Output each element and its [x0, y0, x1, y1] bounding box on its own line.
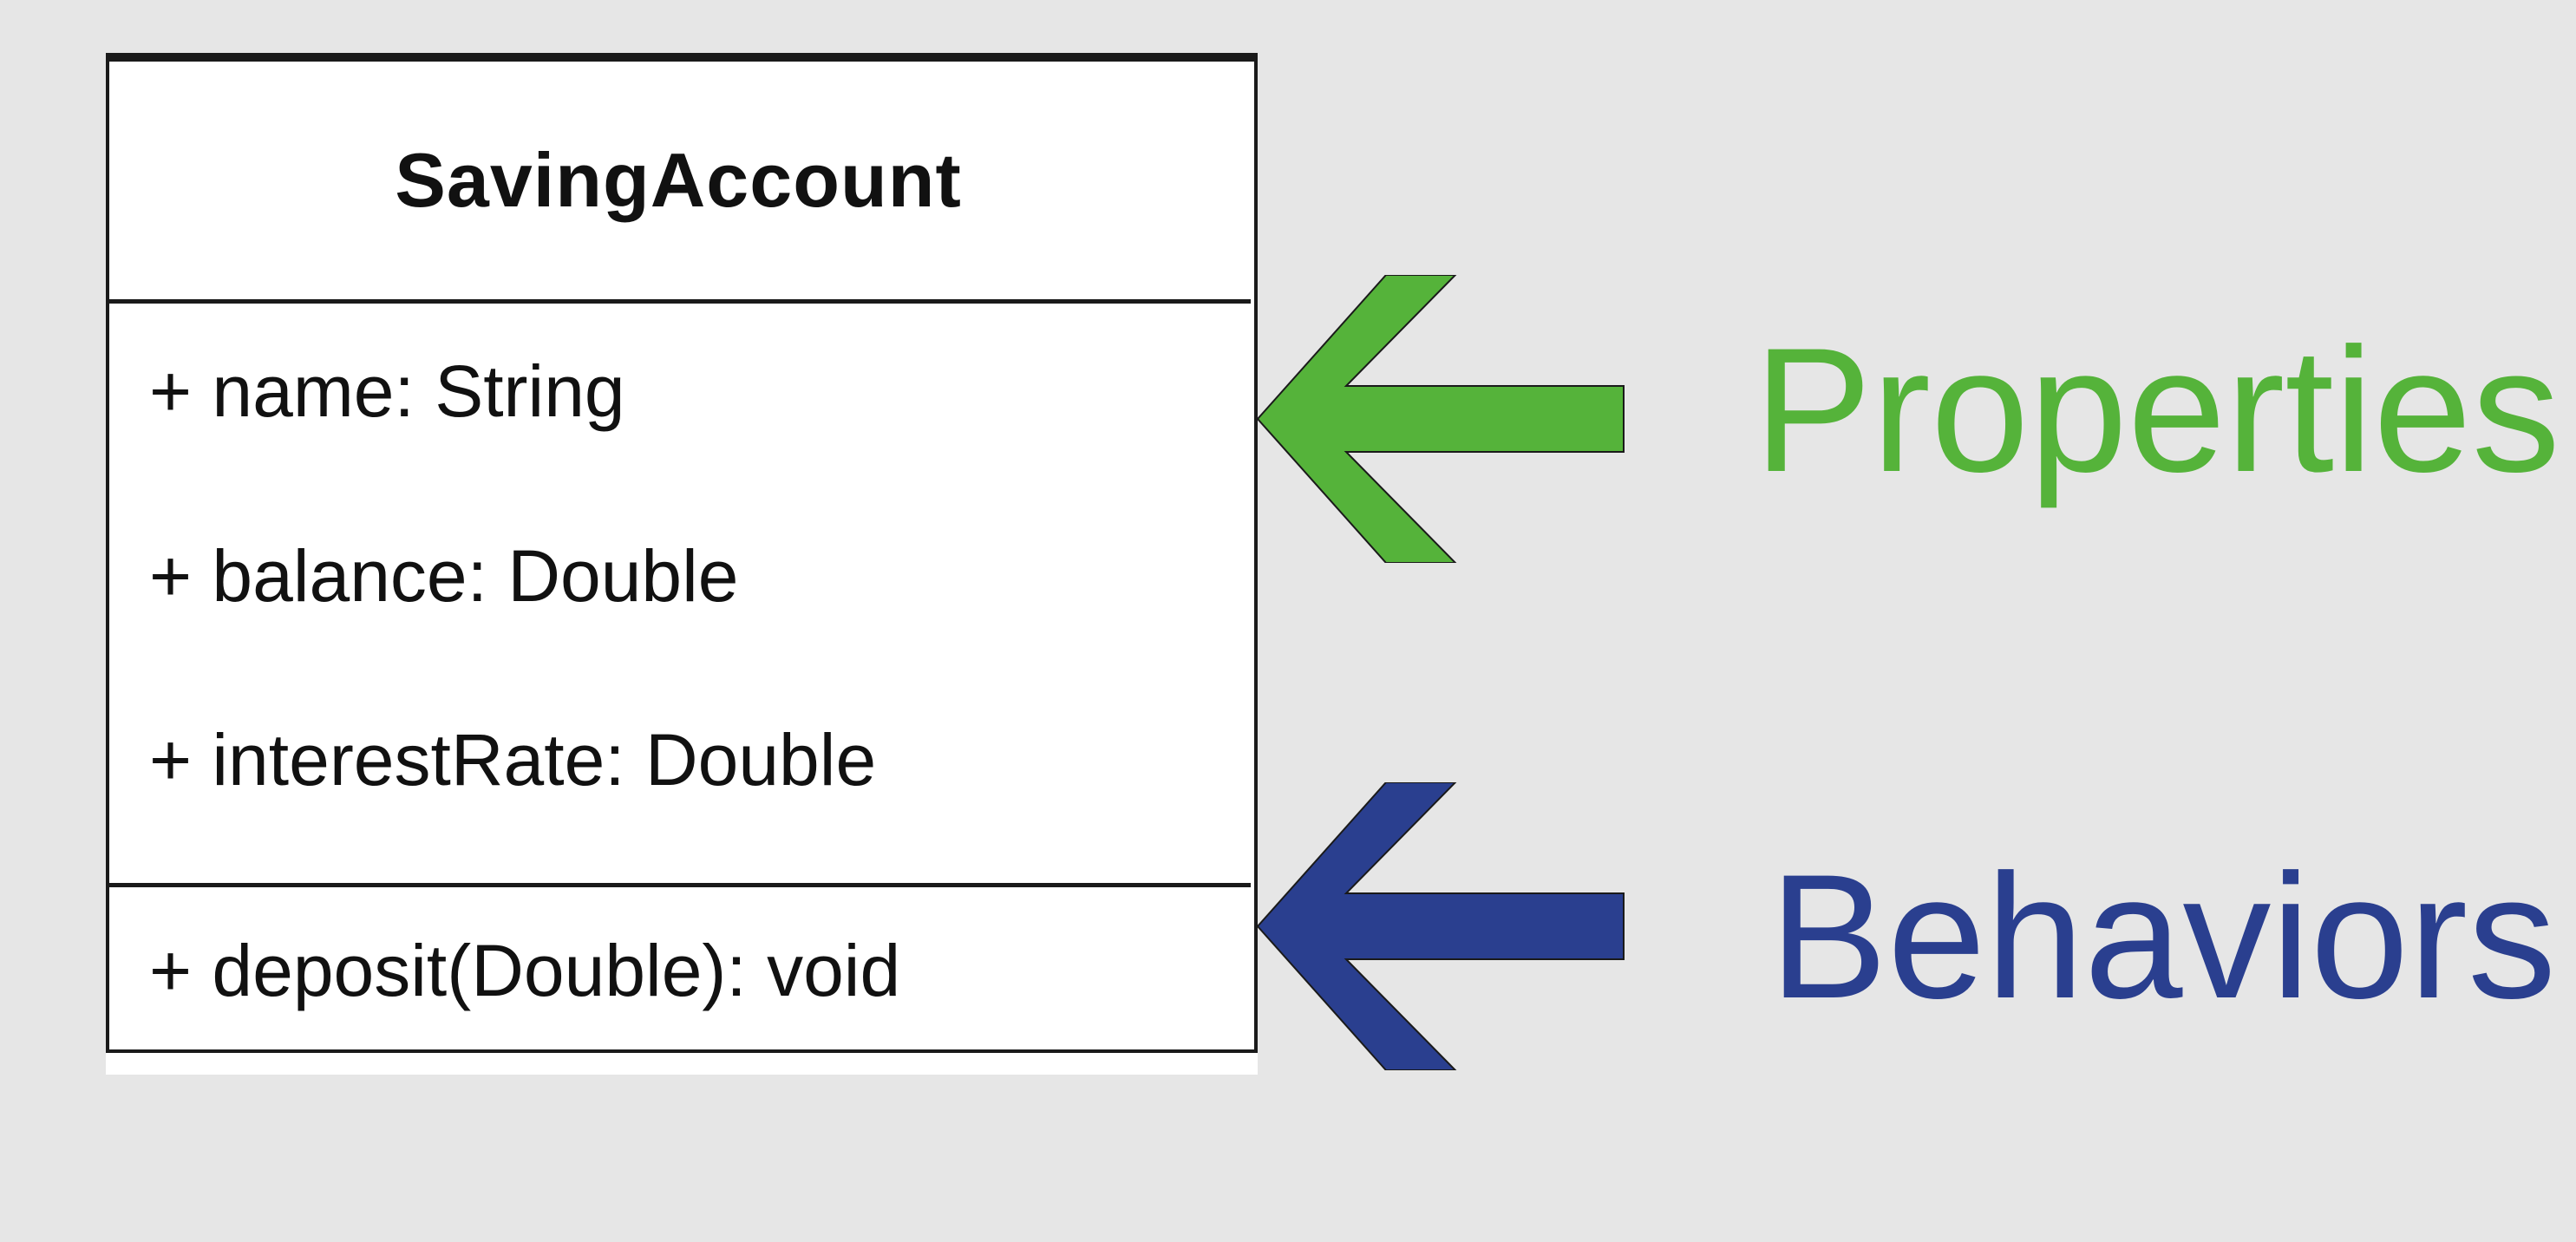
uml-attribute-name: + name: String [149, 350, 625, 432]
uml-class-name: SavingAccount [395, 137, 962, 223]
behaviors-arrow-shape [1258, 782, 1625, 1070]
uml-attribute-interest-rate: + interestRate: Double [149, 719, 877, 801]
uml-class-frame [106, 53, 1258, 1053]
uml-attribute-balance: + balance: Double [149, 535, 739, 617]
properties-label: Properties [1754, 311, 2560, 509]
behaviors-label: Behaviors [1769, 838, 2557, 1036]
behaviors-arrow-icon [1258, 782, 1625, 1070]
uml-class-header: SavingAccount [106, 62, 1251, 304]
uml-attributes-compartment: + name: String + balance: Double + inter… [106, 304, 1251, 887]
properties-arrow-shape [1258, 275, 1625, 563]
uml-method-deposit: + deposit(Double): void [149, 930, 901, 1011]
uml-methods-compartment: + deposit(Double): void [106, 887, 1251, 1049]
properties-arrow-icon [1258, 275, 1625, 563]
uml-class-box: SavingAccount + name: String + balance: … [106, 53, 1258, 1075]
